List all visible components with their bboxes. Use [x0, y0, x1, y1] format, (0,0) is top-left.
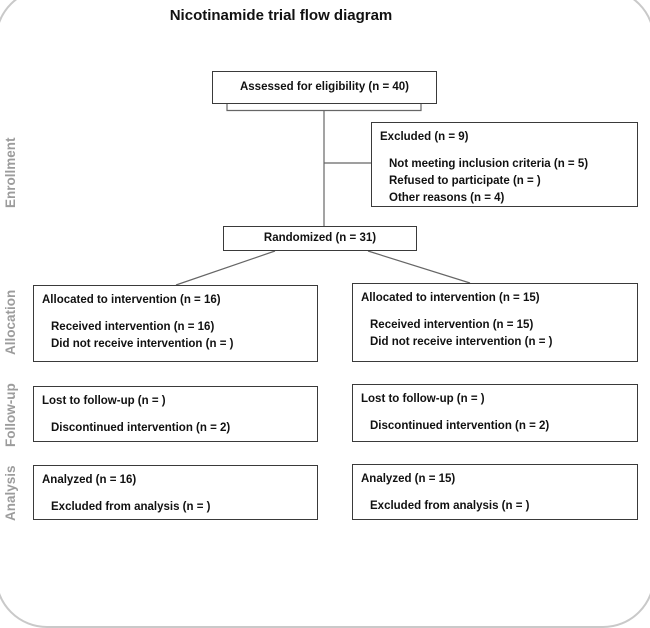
randomized-right-diagonal	[367, 250, 471, 284]
excluded-item: Refused to participate (n = )	[389, 175, 541, 187]
allocation-right-item: Received intervention (n = 15)	[370, 319, 534, 331]
section-label-analysis: Analysis	[3, 465, 18, 521]
analysis-left-item: Excluded from analysis (n = )	[51, 501, 211, 513]
allocation-right-header: Allocated to intervention (n = 15)	[361, 292, 540, 304]
section-label-followup: Follow-up	[3, 383, 18, 447]
box-allocation-right: Allocated to intervention (n = 15) Recei…	[352, 283, 638, 362]
excluded-reasons: Not meeting inclusion criteria (n = 5) R…	[389, 156, 629, 207]
diagram-title: Nicotinamide trial flow diagram	[169, 7, 393, 24]
followup-right-details: Discontinued intervention (n = 2)	[370, 418, 629, 435]
box-analysis-left: Analyzed (n = 16) Excluded from analysis…	[33, 465, 318, 520]
followup-left-header: Lost to follow-up (n = )	[42, 395, 166, 407]
allocation-left-item: Did not receive intervention (n = )	[51, 338, 234, 350]
randomized-left-diagonal	[175, 250, 276, 286]
excluded-header: Excluded (n = 9)	[380, 131, 469, 143]
assessed-text: Assessed for eligibility (n = 40)	[239, 81, 410, 93]
box-followup-left: Lost to follow-up (n = ) Discontinued in…	[33, 386, 318, 442]
analysis-left-details: Excluded from analysis (n = )	[51, 499, 309, 516]
box-assessed-for-eligibility: Assessed for eligibility (n = 40)	[212, 71, 437, 104]
box-followup-right: Lost to follow-up (n = ) Discontinued in…	[352, 384, 638, 442]
section-label-allocation: Allocation	[3, 289, 18, 355]
followup-left-item: Discontinued intervention (n = 2)	[51, 422, 231, 434]
allocation-left-details: Received intervention (n = 16) Did not r…	[51, 319, 309, 353]
analysis-right-details: Excluded from analysis (n = )	[370, 498, 629, 515]
allocation-left-header: Allocated to intervention (n = 16)	[42, 294, 221, 306]
analysis-right-item: Excluded from analysis (n = )	[370, 500, 530, 512]
allocation-left-item: Received intervention (n = 16)	[51, 321, 215, 333]
box-excluded: Excluded (n = 9) Not meeting inclusion c…	[371, 122, 638, 207]
box-randomized: Randomized (n = 31)	[223, 226, 417, 251]
box-analysis-right: Analyzed (n = 15) Excluded from analysis…	[352, 464, 638, 520]
allocation-right-details: Received intervention (n = 15) Did not r…	[370, 317, 629, 351]
excluded-item: Other reasons (n = 4)	[389, 192, 505, 204]
box-allocation-left: Allocated to intervention (n = 16) Recei…	[33, 285, 318, 362]
excluded-item: Not meeting inclusion criteria (n = 5)	[389, 158, 589, 170]
followup-right-item: Discontinued intervention (n = 2)	[370, 420, 550, 432]
followup-left-details: Discontinued intervention (n = 2)	[51, 420, 309, 437]
section-label-enrollment: Enrollment	[3, 137, 18, 209]
analysis-right-header: Analyzed (n = 15)	[361, 473, 456, 485]
analysis-left-header: Analyzed (n = 16)	[42, 474, 137, 486]
allocation-right-item: Did not receive intervention (n = )	[370, 336, 553, 348]
assessed-bottom-bracket	[226, 104, 422, 112]
randomized-text: Randomized (n = 31)	[263, 232, 377, 244]
followup-right-header: Lost to follow-up (n = )	[361, 393, 485, 405]
